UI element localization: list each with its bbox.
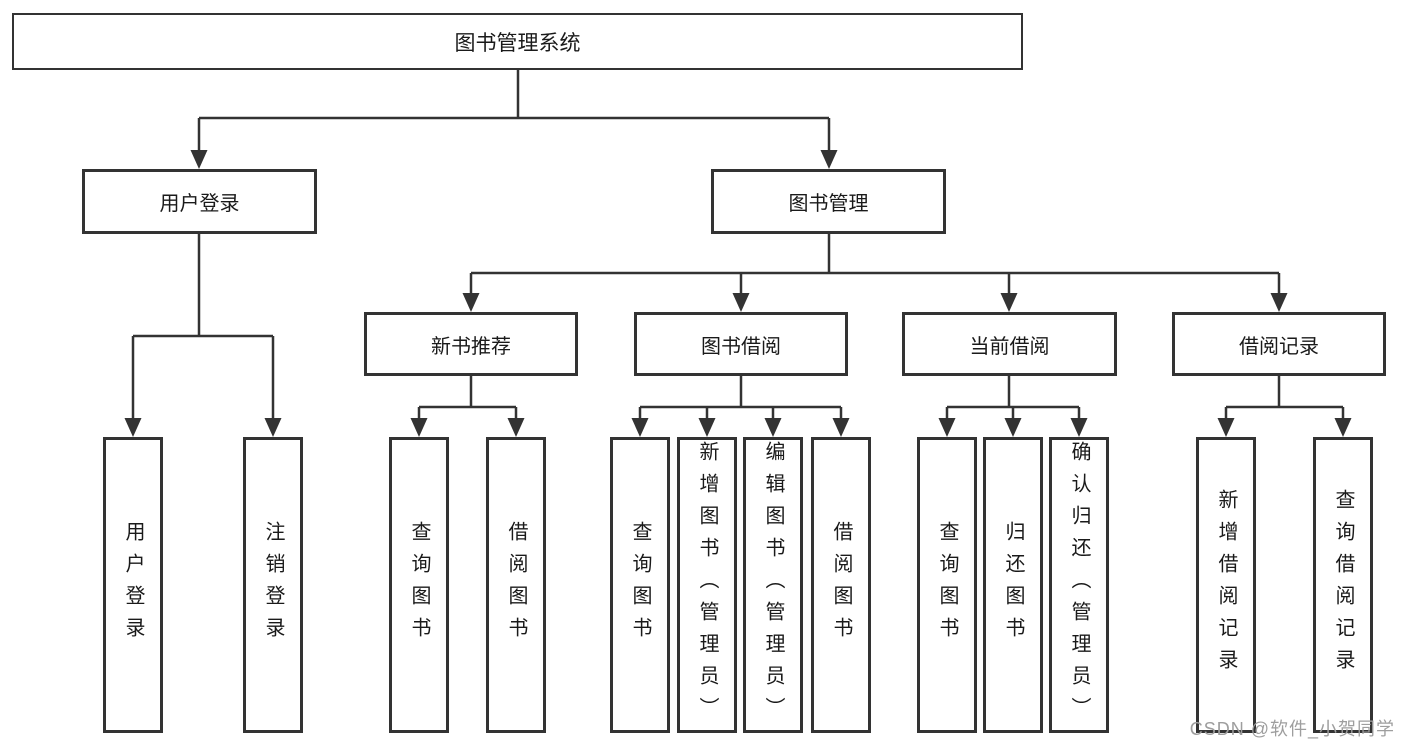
node-label: 当前借阅 bbox=[969, 335, 1050, 358]
node-label: 借阅记录 bbox=[1239, 335, 1319, 358]
leaf-label: 借阅图书 bbox=[830, 521, 852, 649]
connector-new-book-branch bbox=[410, 376, 525, 437]
leaf-borrow-books: 借阅图书 bbox=[811, 437, 871, 733]
leaf-label: 查询图书 bbox=[629, 521, 651, 649]
connector-book-management-branch bbox=[462, 234, 1288, 312]
leaf-logout: 注销登录 bbox=[243, 437, 303, 733]
leaf-confirm-return-admin: 确认归还（管理员） bbox=[1049, 437, 1109, 733]
node-current-borrow: 当前借阅 bbox=[902, 312, 1117, 376]
node-label: 图书借阅 bbox=[701, 335, 781, 358]
leaf-borrow-books-recommend: 借阅图书 bbox=[486, 437, 546, 733]
node-book-management: 图书管理 bbox=[711, 169, 946, 234]
leaf-label: 用户登录 bbox=[122, 521, 144, 649]
leaf-label: 查询图书 bbox=[408, 521, 430, 649]
node-root: 图书管理系统 bbox=[12, 13, 1023, 70]
connector-user-login-branch bbox=[124, 234, 282, 437]
connector-book-borrow-branch bbox=[631, 376, 850, 437]
node-user-login: 用户登录 bbox=[82, 169, 317, 234]
leaf-query-books-current: 查询图书 bbox=[917, 437, 977, 733]
leaf-label: 确认归还（管理员） bbox=[1068, 441, 1090, 729]
connector-root-to-level2 bbox=[190, 70, 838, 169]
leaf-edit-book-admin: 编辑图书（管理员） bbox=[743, 437, 803, 733]
leaf-label: 新增图书（管理员） bbox=[696, 441, 718, 729]
leaf-query-books-recommend: 查询图书 bbox=[389, 437, 449, 733]
leaf-label: 借阅图书 bbox=[505, 521, 527, 649]
leaf-label: 查询图书 bbox=[936, 521, 958, 649]
leaf-add-borrow-record: 新增借阅记录 bbox=[1196, 437, 1256, 733]
connector-borrow-records-branch bbox=[1217, 376, 1352, 437]
leaf-label: 编辑图书（管理员） bbox=[762, 441, 784, 729]
node-new-book-recommend: 新书推荐 bbox=[364, 312, 578, 376]
leaf-add-book-admin: 新增图书（管理员） bbox=[677, 437, 737, 733]
node-book-borrow: 图书借阅 bbox=[634, 312, 848, 376]
leaf-user-login: 用户登录 bbox=[103, 437, 163, 733]
leaf-query-books-borrow: 查询图书 bbox=[610, 437, 670, 733]
leaf-label: 新增借阅记录 bbox=[1215, 489, 1237, 681]
node-root-label: 图书管理系统 bbox=[454, 31, 581, 55]
node-borrow-records: 借阅记录 bbox=[1172, 312, 1386, 376]
leaf-label: 注销登录 bbox=[262, 521, 284, 649]
leaf-query-borrow-record: 查询借阅记录 bbox=[1313, 437, 1373, 733]
node-label: 用户登录 bbox=[159, 193, 240, 215]
leaf-label: 归还图书 bbox=[1002, 521, 1024, 649]
node-label: 图书管理 bbox=[788, 193, 869, 215]
node-label: 新书推荐 bbox=[431, 335, 511, 358]
leaf-return-book: 归还图书 bbox=[983, 437, 1043, 733]
connector-current-borrow-branch bbox=[938, 376, 1088, 437]
watermark-text: CSDN @软件_小贺同学 bbox=[1189, 719, 1395, 739]
leaf-label: 查询借阅记录 bbox=[1332, 489, 1354, 681]
